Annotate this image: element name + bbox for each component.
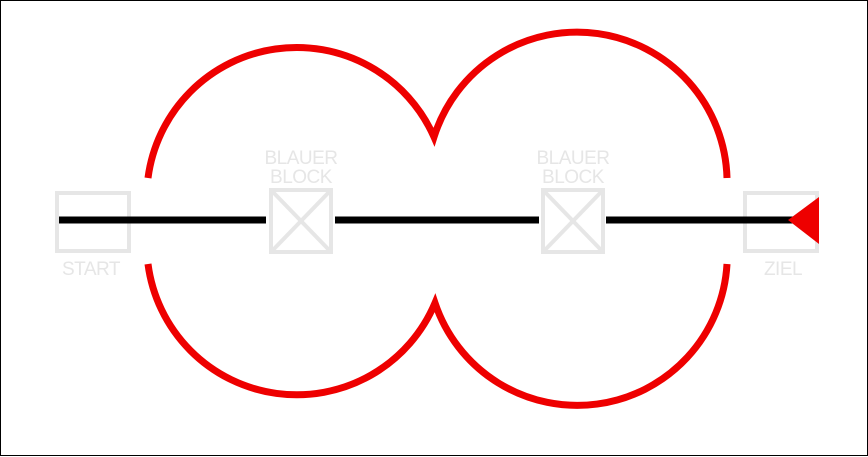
block-1-label-line1: BLAUER	[264, 148, 337, 169]
upper-detour-arc	[144, 28, 731, 179]
block-2-label-line2: BLOCK	[542, 167, 605, 188]
goal-label: ZIEL	[764, 259, 802, 280]
goal-arrow-icon	[788, 197, 819, 244]
block-1-label-line2: BLOCK	[270, 167, 333, 188]
lower-detour-arc	[144, 263, 731, 409]
blue-block-2	[541, 188, 605, 254]
start-label: START	[62, 259, 121, 280]
blue-block-1	[269, 188, 333, 254]
block-2-label-line1: BLAUER	[536, 148, 609, 169]
